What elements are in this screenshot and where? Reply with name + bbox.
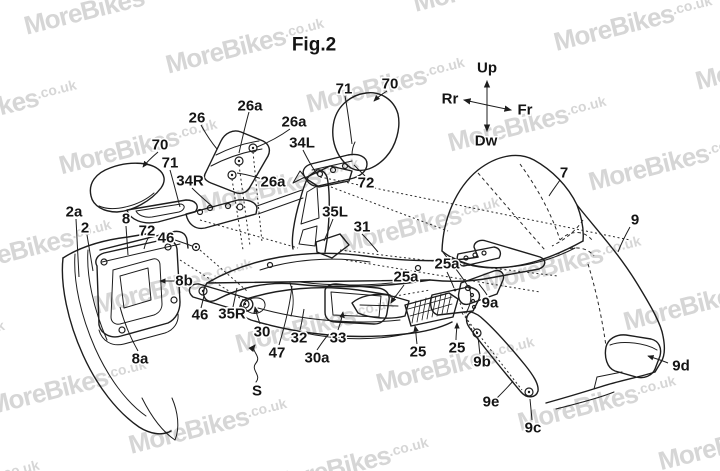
watermark-text: MoreBikes.co.uk [125,391,291,460]
figure-title: Fig.2 [292,35,336,56]
part-label-46: 46 [192,307,209,324]
part-label-2a: 2a [66,204,83,221]
part-label-34l: 34L [289,135,315,152]
right-mirror [292,92,400,187]
watermark-text: MoreBikes.co.uk [585,128,720,197]
compass-up-label: Up [477,60,497,77]
watermark-text: MoreBikes.co.uk [0,352,150,421]
watermark-text: MoreBikes.co.uk [655,407,720,471]
part-label-35r: 35R [218,306,246,323]
vent-25 [351,286,481,327]
part-label-9d: 9d [672,358,690,375]
watermark-text: MoreBikes.co.uk [0,212,115,281]
part-label-70: 70 [382,76,399,93]
part-label-9e: 9e [483,394,500,411]
part-label-26a: 26a [260,174,286,191]
part-label-26: 26 [189,110,206,127]
part-label-71: 71 [162,155,179,172]
part-label-47: 47 [269,345,286,362]
meter-visor-26 [203,130,271,195]
part-label-35l: 35L [322,204,348,221]
part-label-30: 30 [254,324,271,341]
part-label-25: 25 [449,340,466,357]
stay-tower-34 [256,165,353,259]
part-label-32: 32 [291,330,308,347]
stay-9e [465,311,539,398]
compass-down-label: Dw [475,133,498,150]
part-label-8b: 8b [175,273,193,290]
part-label-26a: 26a [281,114,307,131]
watermark-text: MoreBikes.co.uk [0,73,81,142]
part-label-8: 8 [122,211,130,228]
headlight-9d [604,334,662,379]
watermark-text: MoreBikes.co.uk [620,268,720,337]
vent-grille-hatch [407,292,453,324]
part-label-46: 46 [158,230,175,247]
part-label-25a: 25a [393,269,419,286]
front-cowl-9 [545,204,666,410]
watermark-text: MoreBikes.co.uk [0,453,43,471]
bracket-8 [95,230,201,346]
watermark-text: MoreBikes.co.uk [267,430,433,471]
part-label-31: 31 [354,219,371,236]
part-label-72: 72 [358,175,375,192]
part-label-30a: 30a [304,350,330,367]
hidden-lines [477,163,607,347]
watermark-text: MoreBikes.co.uk [692,27,720,96]
part-label-s: S [252,383,262,400]
part-label-25: 25 [410,344,427,361]
drawing [61,92,666,441]
part-label-72: 72 [139,223,156,240]
compass-front-label: Fr [518,102,533,119]
part-label-8a: 8a [132,351,149,368]
watermark-text: MoreBikes.co.uk [480,229,646,298]
part-label-9: 9 [631,212,639,229]
part-label-2: 2 [81,220,89,237]
watermark-text: MoreBikes.co.uk [410,0,576,18]
part-label-7: 7 [560,165,568,182]
watermark-text: MoreBikes.co.uk [0,313,9,382]
part-label-34r: 34R [176,173,204,190]
left-body-panel [61,232,179,441]
windscreen-7 [441,154,584,314]
part-label-70: 70 [152,137,169,154]
compass-icon [463,80,512,132]
part-label-71: 71 [336,81,353,98]
part-label-9a: 9a [482,295,499,312]
part-label-9c: 9c [525,420,542,437]
part-label-26a: 26a [237,98,263,115]
part-label-33: 33 [330,330,347,347]
part-label-25a: 25a [434,256,460,273]
part-label-9b: 9b [473,354,491,371]
watermark-text: MoreBikes.co.uk [551,0,717,57]
leader-lines [75,90,669,421]
watermark-text: MoreBikes.co.uk [445,89,611,158]
section-arrow-s [248,344,259,383]
watermark-text: MoreBikes.co.uk [21,0,187,41]
left-mirror [89,162,258,230]
compass-rear-label: Rr [442,91,459,108]
